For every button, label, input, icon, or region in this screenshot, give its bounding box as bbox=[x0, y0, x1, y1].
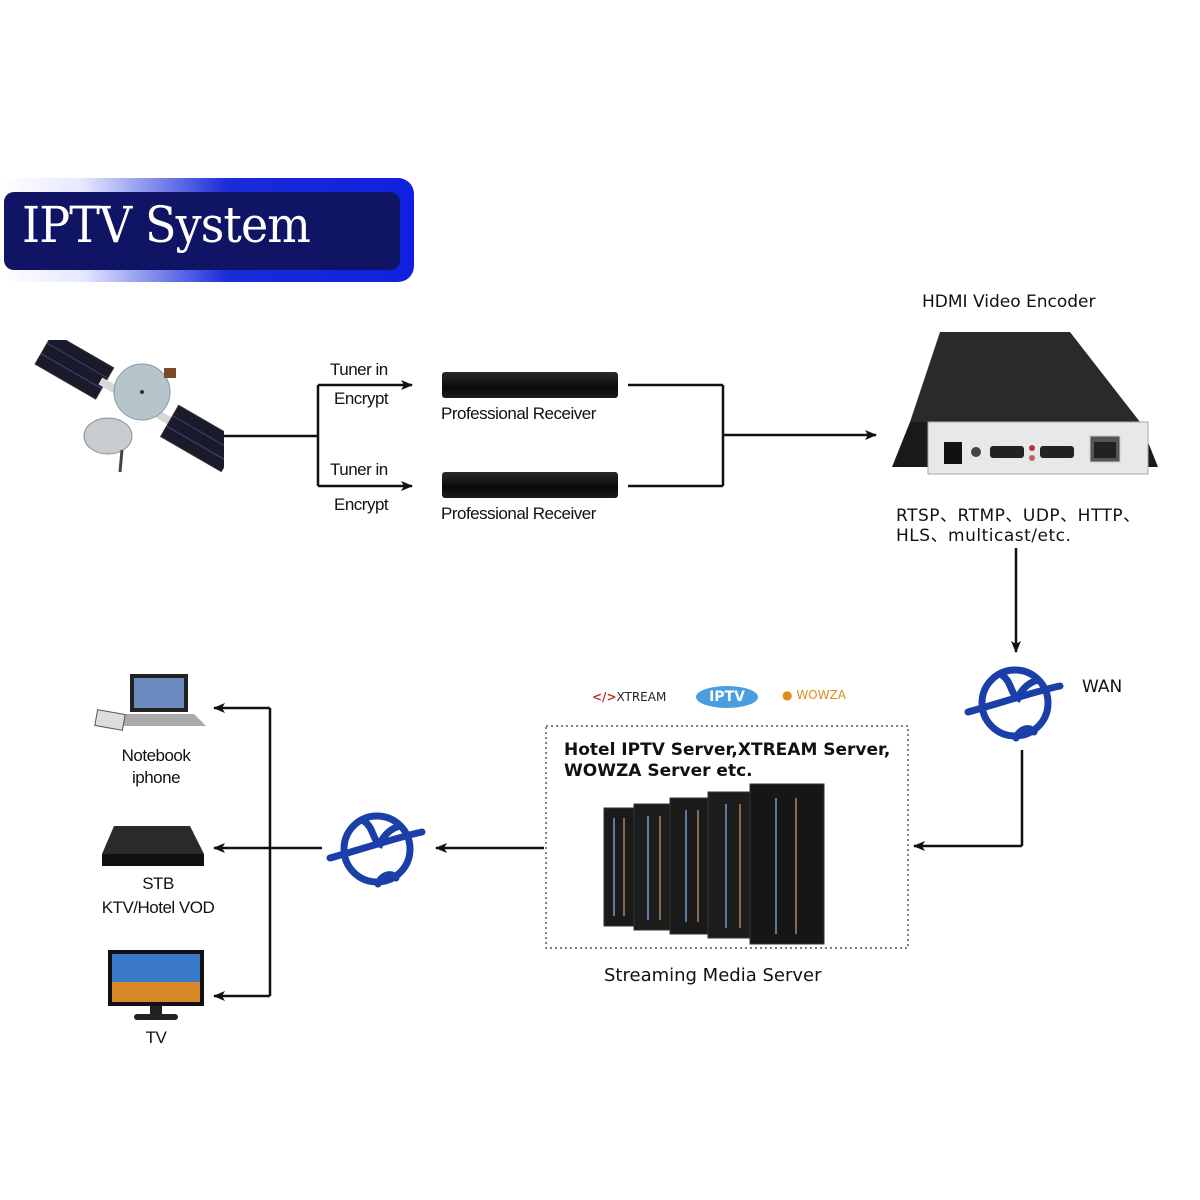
encoder-label: HDMI Video Encoder bbox=[922, 292, 1096, 312]
tuner-label-2: Tuner in bbox=[330, 460, 388, 479]
receiver-label-1: Professional Receiver bbox=[441, 404, 596, 423]
xtream-logo: </>XTREAM bbox=[592, 690, 667, 704]
receiver-device-2 bbox=[442, 472, 618, 498]
encrypt-label-1: Encrypt bbox=[334, 389, 389, 408]
wowza-logo: ● WOWZA bbox=[782, 688, 846, 702]
title-banner: IPTV System bbox=[0, 178, 414, 282]
receiver-label-2: Professional Receiver bbox=[441, 504, 596, 523]
receiver-device-1 bbox=[442, 372, 618, 398]
wan-globe-icon bbox=[964, 666, 1064, 742]
client-tv-label: TV bbox=[145, 1028, 167, 1047]
server-label: Streaming Media Server bbox=[604, 965, 822, 986]
server-racks-icon bbox=[603, 783, 825, 945]
encrypt-label-2: Encrypt bbox=[334, 495, 389, 514]
tv-icon bbox=[108, 950, 204, 1020]
client-notebook-label: Notebook iphone bbox=[121, 746, 191, 787]
encoder-protocols: RTSP、RTMP、UDP、HTTP、 HLS、multicast/etc. bbox=[896, 506, 1141, 546]
satellite-icon bbox=[34, 340, 224, 473]
lan-globe-icon bbox=[326, 812, 426, 888]
page-title: IPTV System bbox=[22, 196, 311, 254]
laptop-icon bbox=[94, 674, 206, 731]
client-stb-label: STB KTV/Hotel VOD bbox=[101, 874, 215, 917]
set-top-box-icon bbox=[102, 826, 204, 866]
server-description: Hotel IPTV Server,XTREAM Server, WOWZA S… bbox=[564, 740, 891, 781]
encoder-device bbox=[892, 332, 1158, 475]
iptv-logo: IPTV bbox=[696, 686, 758, 708]
server-box bbox=[545, 725, 909, 949]
wan-label: WAN bbox=[1082, 677, 1123, 697]
tuner-label-1: Tuner in bbox=[330, 360, 388, 379]
